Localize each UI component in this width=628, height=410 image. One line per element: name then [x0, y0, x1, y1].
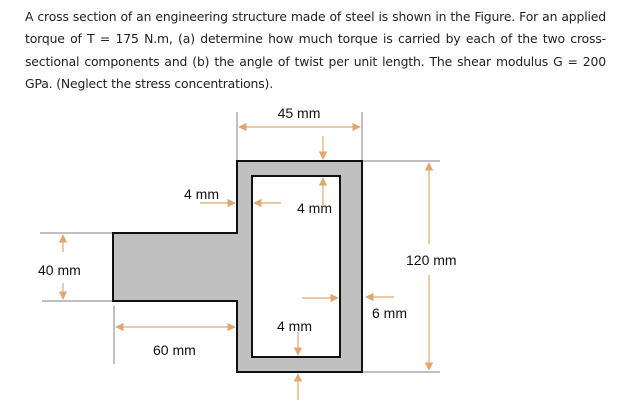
dimension-lines — [58, 122, 434, 400]
label-right-wall: 6 mm — [372, 305, 407, 321]
problem-text: A cross section of an engineering struct… — [25, 9, 606, 91]
dimension-labels: 45 mm 4 mm 4 mm 40 mm 120 mm 6 mm 4 mm 6… — [38, 105, 457, 358]
hollow-interior — [251, 175, 341, 358]
extension-lines — [40, 112, 440, 373]
label-bottom-wall: 4 mm — [277, 318, 312, 334]
label-60mm: 60 mm — [153, 342, 196, 358]
label-top-wall: 4 mm — [297, 200, 332, 216]
label-40mm: 40 mm — [38, 262, 81, 278]
label-120mm: 120 mm — [406, 252, 457, 268]
label-left-wall: 4 mm — [184, 186, 219, 202]
label-45mm: 45 mm — [278, 105, 321, 121]
steel-section — [112, 160, 363, 373]
problem-statement: A cross section of an engineering struct… — [25, 6, 606, 95]
